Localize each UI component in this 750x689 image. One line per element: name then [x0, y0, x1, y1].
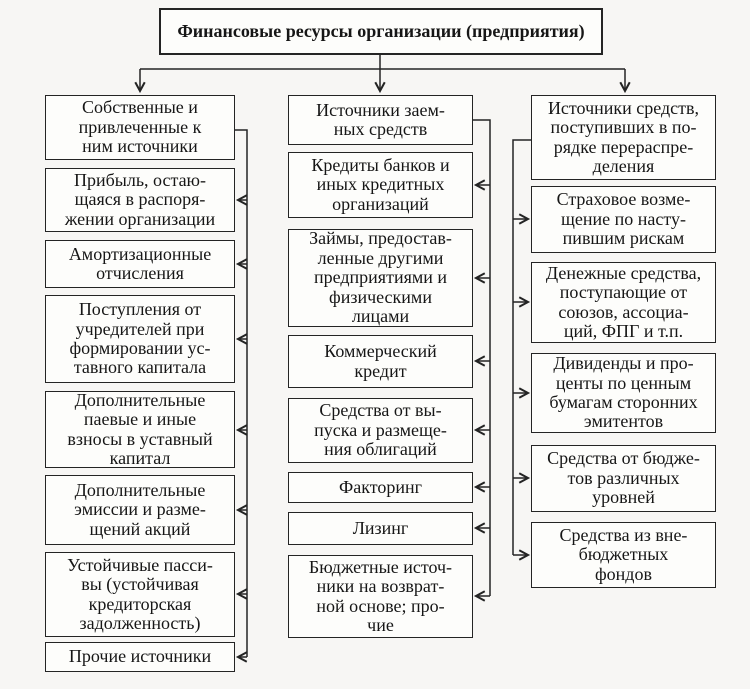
col-redistribution-item-dividends: Дивиденды и про- центы по ценным бумагам…	[531, 353, 716, 433]
col-redistribution-item-insurance: Страховое возме- щение по насту- пившим …	[531, 186, 716, 253]
col-borrowed-item-loans: Займы, предостав- ленные другими предпри…	[288, 229, 473, 327]
connector-column-borrowed-sources	[473, 119, 491, 602]
col-own-item-additional-shares: Дополнительные паевые и иные взносы в ус…	[45, 390, 235, 468]
col-redistribution-item-extrabudgetary: Средства из вне- бюджетных фондов	[531, 522, 716, 588]
col-borrowed-item-bank-credits: Кредиты банков и иных кредитных организа…	[288, 152, 473, 218]
col-own-item-founders-contributions: Поступления от учредителей при формирова…	[45, 295, 235, 383]
col-own-item-stable-liabilities: Устойчивые пасси- вы (устойчивая кредито…	[45, 552, 235, 637]
diagram-title: Финансовые ресурсы организации (предприя…	[159, 8, 603, 55]
col-redistribution-item-unions-funds: Денежные средства, поступающие от союзов…	[531, 262, 716, 343]
col-borrowed-header: Источники заем- ных средств	[288, 95, 473, 145]
col-redistribution-header: Источники средств, поступивших в по- ряд…	[531, 95, 716, 180]
col-own-item-depreciation: Амортизационные отчисления	[45, 240, 235, 288]
col-own-item-other-sources: Прочие источники	[45, 642, 235, 672]
col-borrowed-item-factoring: Факторинг	[288, 472, 473, 503]
col-own-item-stock-emissions: Дополнительные эмиссии и разме- щений ак…	[45, 475, 235, 545]
col-own-item-profit: Прибыль, остаю- щаяся в распоря- жении о…	[45, 168, 235, 232]
col-borrowed-item-budget-sources: Бюджетные источ- ники на возврат- ной ос…	[288, 555, 473, 638]
col-borrowed-item-bonds: Средства от вы- пуска и размеще- ния обл…	[288, 398, 473, 463]
connector-column-own-sources	[235, 129, 248, 663]
col-borrowed-item-leasing: Лизинг	[288, 512, 473, 545]
connector-column-redistribution-sources	[512, 139, 531, 561]
connector-title-tree	[134, 55, 631, 94]
col-own-header: Собственные и привлеченные к ним источни…	[45, 95, 235, 160]
col-redistribution-item-budget-levels: Средства от бюдже- тов различных уровней	[531, 445, 716, 512]
col-borrowed-item-commercial-credit: Коммерческий кредит	[288, 335, 473, 388]
